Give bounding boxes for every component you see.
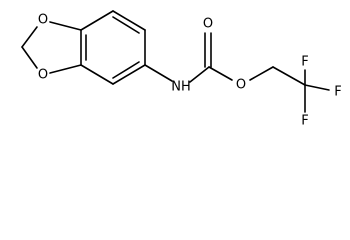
double-bond-inner xyxy=(112,16,140,34)
atom-label-oxygen: O xyxy=(203,17,213,32)
bond xyxy=(272,66,306,86)
bond xyxy=(21,26,38,48)
atom-label-nh: NH xyxy=(171,80,191,95)
bond xyxy=(304,84,330,91)
bond xyxy=(80,10,114,31)
double-bond-inner xyxy=(112,61,140,79)
bond xyxy=(49,21,82,31)
chemical-structure-diagram: O O NH O O F F F xyxy=(21,10,342,129)
atom-label-oxygen: O xyxy=(236,78,246,93)
dioxole-ring xyxy=(21,21,82,74)
bond xyxy=(21,46,38,69)
bond xyxy=(208,66,233,81)
benzene-ring xyxy=(80,10,146,85)
bond xyxy=(112,10,146,31)
atom-label-fluorine: F xyxy=(301,55,308,70)
atom-label-fluorine: F xyxy=(301,114,308,129)
atom-label-oxygen: O xyxy=(38,68,48,83)
bond xyxy=(80,64,114,85)
bond xyxy=(144,64,173,82)
carbamate-chain xyxy=(144,32,330,113)
atom-label-oxygen: O xyxy=(38,13,48,28)
atom-label-fluorine: F xyxy=(334,85,341,100)
bond xyxy=(189,66,210,83)
bond xyxy=(49,64,82,74)
bond xyxy=(249,66,274,81)
bond xyxy=(112,64,146,85)
